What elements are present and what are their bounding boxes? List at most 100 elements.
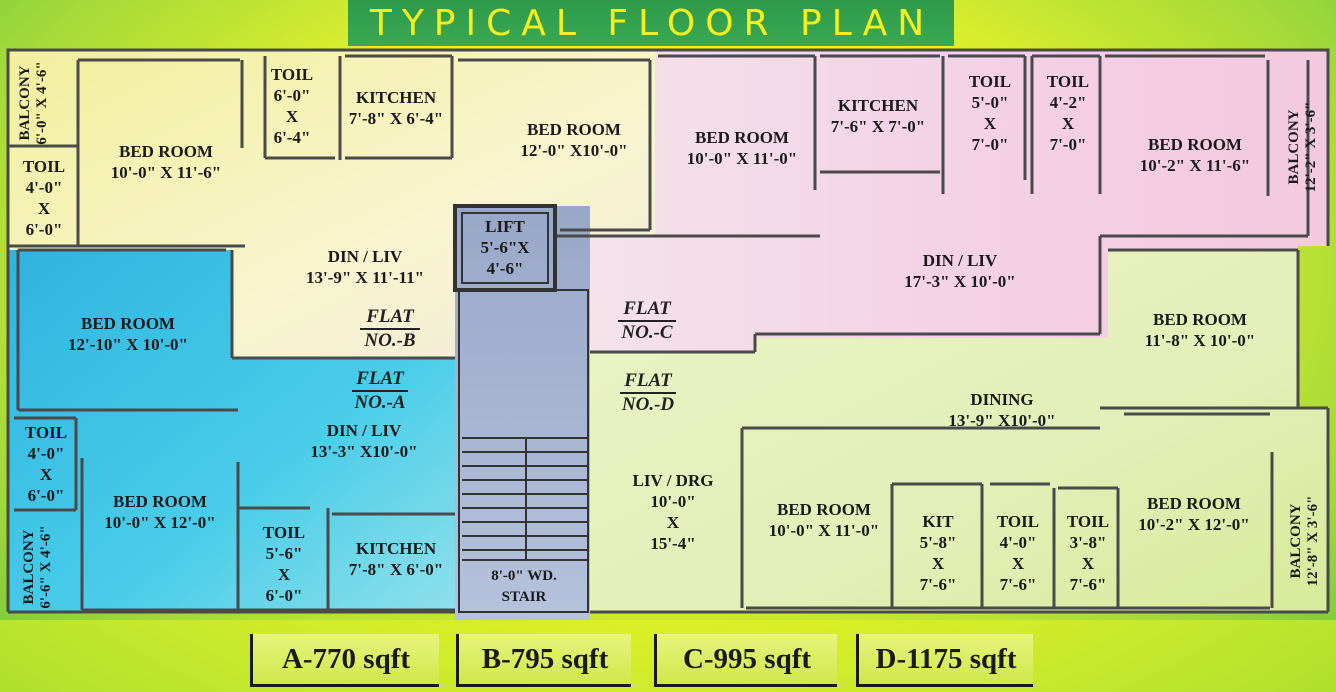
- room-size: 10'-2" X 11'-6": [1139, 156, 1251, 175]
- b-dinliv-label: DIN / LIV 13'-9" X 11'-11": [290, 246, 440, 288]
- room-dim: 4'-6": [486, 259, 524, 278]
- b-kitchen-label: KITCHEN 7'-8" X 6'-4": [340, 87, 452, 129]
- room-dim: 4'-0": [25, 178, 63, 197]
- flat-c-area: [556, 50, 1328, 352]
- a-kitchen-label: KITCHEN 7'-8" X 6'-0": [340, 538, 452, 580]
- b-balcony-label: BALCONY 6'-0" X 4'-6": [17, 53, 51, 153]
- room-dim-x: X: [1011, 554, 1025, 573]
- room-dim-x: X: [666, 513, 680, 532]
- room-dim-x: X: [1061, 114, 1075, 133]
- b-toil-label: TOIL 6'-0" X 6'-4": [262, 64, 322, 148]
- room-name: TOIL: [1066, 512, 1110, 531]
- room-size: 10'-2" X 12'-0": [1138, 515, 1250, 534]
- flat-c-label: FLAT NO.-C: [618, 298, 676, 344]
- room-size: 13'-9" X10'-0": [948, 411, 1056, 430]
- room-dim: 7'-0": [1049, 135, 1087, 154]
- room-dim: 4'-0": [999, 533, 1037, 552]
- room-name: BED ROOM: [113, 492, 207, 511]
- room-size: 13'-9" X 11'-11": [305, 268, 425, 287]
- room-size: 6'-0" X 4'-6": [34, 61, 50, 145]
- room-name: BALCONY: [17, 65, 33, 141]
- flat-line2: NO.-A: [354, 392, 406, 413]
- room-dim: 6'-0": [27, 486, 65, 505]
- room-dim-x: X: [285, 107, 299, 126]
- flat-line1: FLAT: [360, 306, 420, 330]
- flat-line2: NO.-C: [621, 322, 673, 343]
- room-dim: 4'-2": [1049, 93, 1087, 112]
- b-bedroom1-label: BED ROOM 10'-0" X 11'-6": [96, 141, 236, 183]
- room-name: TOIL: [22, 157, 66, 176]
- room-size: 7'-8" X 6'-4": [348, 109, 444, 128]
- room-size: 12'-8" X 3'-6": [1305, 495, 1321, 587]
- c-toil1-label: TOIL 5'-0" X 7'-0": [958, 71, 1022, 155]
- b-toil-small-label: TOIL 4'-0" X 6'-0": [14, 156, 74, 240]
- room-dim: 7'-6": [999, 575, 1037, 594]
- room-size: 10'-0" X 11'-0": [686, 149, 798, 168]
- d-livdrg-label: LIV / DRG 10'-0" X 15'-4": [618, 470, 728, 554]
- page-title: TYPICAL FLOOR PLAN: [369, 3, 935, 44]
- flat-b-label: FLAT NO.-B: [360, 306, 420, 352]
- room-size: 12'-10" X 10'-0": [68, 335, 188, 354]
- lift-label: LIFT 5'-6"X 4'-6": [462, 216, 548, 279]
- room-size: 10'-0" X 12'-0": [104, 513, 216, 532]
- room-name: BALCONY: [21, 529, 37, 605]
- room-name: TOIL: [968, 72, 1012, 91]
- b-bedroom2-label: BED ROOM 12'-0" X10'-0": [504, 119, 644, 161]
- d-toil2-label: TOIL 3'-8" X 7'-6": [1056, 511, 1120, 595]
- room-name: BED ROOM: [1153, 310, 1247, 329]
- room-size: 11'-8" X 10'-0": [1144, 331, 1256, 350]
- d-bedroom3-label: BED ROOM 10'-2" X 12'-0": [1124, 493, 1264, 535]
- room-dim: 6'-4": [273, 128, 311, 147]
- flat-d-area: [590, 250, 1328, 612]
- a-bedroom2-label: BED ROOM 10'-0" X 12'-0": [90, 491, 230, 533]
- room-name: TOIL: [24, 423, 68, 442]
- room-dim-x: X: [277, 565, 291, 584]
- flat-d-label: FLAT NO.-D: [620, 370, 676, 416]
- flat-a-area: [8, 250, 455, 612]
- room-size: 17'-3" X 10'-0": [904, 272, 1016, 291]
- flat-line1: FLAT: [618, 298, 676, 322]
- room-size: 12'-2" X 3'-6": [1303, 101, 1319, 193]
- room-name: KITCHEN: [355, 539, 437, 558]
- room-name: BED ROOM: [527, 120, 621, 139]
- a-balcony-label: BALCONY 6'-6" X 4'-6": [21, 517, 55, 617]
- title-band: [348, 0, 954, 46]
- room-dim: 7'-6": [1069, 575, 1107, 594]
- stair-label: 8'-0" WD. STAIR: [462, 566, 586, 608]
- room-name: BED ROOM: [777, 500, 871, 519]
- flat-line1: FLAT: [352, 368, 408, 392]
- d-bedroom2-label: BED ROOM 10'-0" X 11'-0": [756, 499, 892, 541]
- room-size: 6'-6" X 4'-6": [38, 525, 54, 609]
- room-dim: 6'-0": [273, 86, 311, 105]
- a-dinliv-label: DIN / LIV 13'-3" X10'-0": [296, 420, 432, 462]
- d-balcony-label: BALCONY 12'-8" X 3'-6": [1288, 486, 1322, 596]
- d-kit-label: KIT 5'-8" X 7'-6": [906, 511, 970, 595]
- area-badge-a: A-770 sqft: [250, 634, 439, 687]
- room-name: DINING: [970, 390, 1034, 409]
- room-dim: 15'-4": [650, 534, 696, 553]
- room-name: DIN / LIV: [922, 251, 998, 270]
- room-name: BALCONY: [1288, 503, 1304, 579]
- room-name: BED ROOM: [695, 128, 789, 147]
- room-dim: 3'-8": [1069, 533, 1107, 552]
- room-dim: 7'-6": [919, 575, 957, 594]
- room-name: TOIL: [262, 523, 306, 542]
- room-dim-x: X: [931, 554, 945, 573]
- room-name: BED ROOM: [1147, 494, 1241, 513]
- room-name: DIN / LIV: [326, 421, 402, 440]
- c-bedroom1-label: BED ROOM 10'-0" X 11'-0": [672, 127, 812, 169]
- room-dim-x: X: [37, 199, 51, 218]
- room-dim: 4'-0": [27, 444, 65, 463]
- room-dim-x: X: [39, 465, 53, 484]
- area-badge-c: C-995 sqft: [654, 634, 837, 687]
- room-dim-x: X: [1081, 554, 1095, 573]
- d-dining-label: DINING 13'-9" X10'-0": [932, 389, 1072, 431]
- room-name: KITCHEN: [837, 96, 919, 115]
- a-bedroom1-label: BED ROOM 12'-10" X 10'-0": [58, 313, 198, 355]
- room-name: TOIL: [270, 65, 314, 84]
- room-name: LIFT: [485, 217, 525, 236]
- flat-line2: NO.-D: [621, 394, 675, 415]
- area-badge-d: D-1175 sqft: [856, 634, 1033, 687]
- area-badge-b: B-795 sqft: [456, 634, 631, 687]
